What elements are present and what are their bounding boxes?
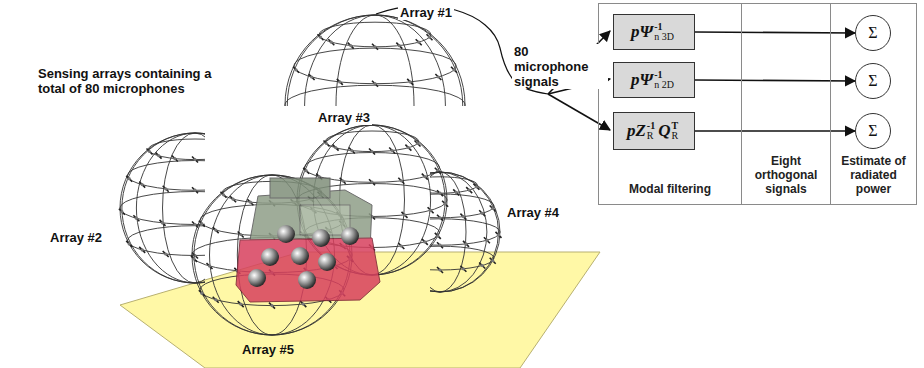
panel-title: Modal filtering: [603, 182, 737, 196]
index-stack: -1R: [647, 121, 655, 141]
subscript: R: [647, 131, 655, 141]
stage-panel: Estimate of radiated power Σ Σ Σ: [830, 3, 917, 205]
superscript: T: [671, 121, 678, 131]
caption-note: Sensing arrays containing a total of 80 …: [36, 66, 230, 96]
source-spheres: [248, 225, 359, 289]
superscript: -1: [654, 22, 674, 32]
signal-arrow: [695, 80, 855, 81]
index-stack: TR: [671, 121, 678, 141]
array-label: Array #3: [316, 110, 372, 125]
array-wireframe: [284, 15, 465, 106]
index-stack: -1n 3D: [654, 22, 674, 42]
sum-symbol: Σ: [868, 24, 877, 42]
superscript: -1: [654, 70, 674, 80]
modal-filter-box: pΨ-1n 2D: [613, 62, 695, 98]
matrix-symbol: Q: [658, 121, 670, 141]
matrix-symbol: pΨ: [631, 70, 653, 90]
panel-title: Estimate of radiated power: [835, 154, 912, 196]
array-label: Array #1: [398, 5, 454, 20]
summing-circle: Σ: [855, 113, 891, 149]
array-label: Array #4: [505, 205, 561, 220]
array-label: Array #5: [240, 342, 296, 357]
array-wireframe: [430, 172, 502, 292]
subscript: n 3D: [654, 32, 674, 42]
signal-arrow: [695, 32, 855, 33]
subscript: n 2D: [654, 80, 674, 90]
array-label: Array #2: [48, 230, 104, 245]
panel-title: Eight orthogonal signals: [746, 154, 826, 196]
sum-symbol: Σ: [868, 122, 877, 140]
signal-arrow: [695, 130, 855, 132]
sum-symbol: Σ: [868, 72, 877, 90]
subscript: R: [671, 131, 678, 141]
matrix-symbol: pZ: [627, 121, 646, 141]
stage-panel: Modal filteringpΨ-1n 3DpΨ-1n 2DpZ-1RQTR: [598, 3, 742, 205]
superscript: -1: [647, 121, 655, 131]
modal-filter-box: pΨ-1n 3D: [613, 14, 695, 50]
summing-circle: Σ: [855, 63, 891, 99]
modal-filter-box: pZ-1RQTR: [613, 112, 695, 150]
index-stack: -1n 2D: [654, 70, 674, 90]
stage-panel: Eight orthogonal signals: [741, 3, 831, 205]
matrix-symbol: pΨ: [631, 22, 653, 42]
summing-circle: Σ: [855, 15, 891, 51]
signal-label: 80 microphone signals: [512, 44, 608, 89]
engine: [236, 178, 380, 302]
microphone-arrays: [119, 15, 502, 335]
